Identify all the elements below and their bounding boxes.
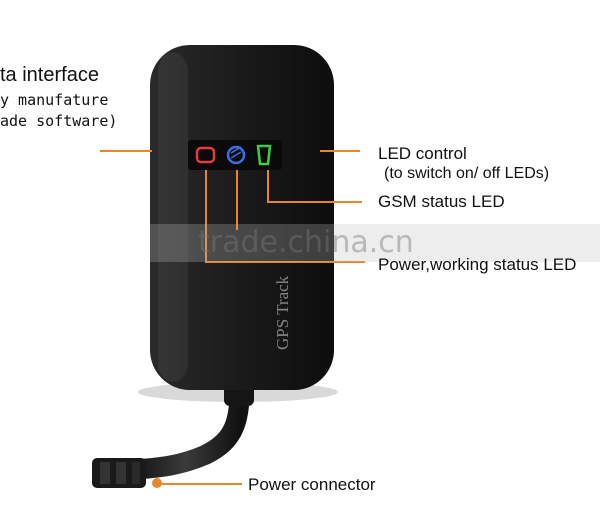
power-cable — [120, 370, 250, 480]
power-connector-plug — [92, 458, 146, 488]
led-red-icon — [195, 146, 216, 164]
line-gsm-v — [267, 170, 269, 202]
line-power-v1 — [205, 170, 207, 262]
line-led-control — [320, 150, 360, 152]
line-gsm-h — [267, 201, 362, 203]
watermark: trade.china.cn — [150, 224, 600, 262]
led-green-icon — [256, 144, 272, 166]
connector-dot — [152, 478, 162, 488]
label-data-interface-note1: y manufature — [0, 91, 109, 109]
label-gsm-led: GSM status LED — [378, 192, 505, 211]
label-led-control-note: (to switch on/ off LEDs) — [384, 165, 550, 182]
label-power-connector: Power connector — [248, 475, 376, 494]
label-power-led: Power,working status LED — [378, 255, 577, 274]
label-data-interface-note2: ade software) — [0, 112, 118, 130]
device-printed-text: GPS Track — [273, 275, 292, 350]
device-body — [150, 45, 334, 390]
label-data-interface: ta interface — [0, 64, 99, 86]
line-data-interface — [100, 150, 152, 152]
label-led-control: LED control — [378, 144, 467, 163]
line-connector — [158, 483, 242, 485]
line-power-h — [205, 261, 365, 263]
line-power-v2 — [236, 170, 238, 230]
led-blue-icon — [226, 145, 246, 165]
